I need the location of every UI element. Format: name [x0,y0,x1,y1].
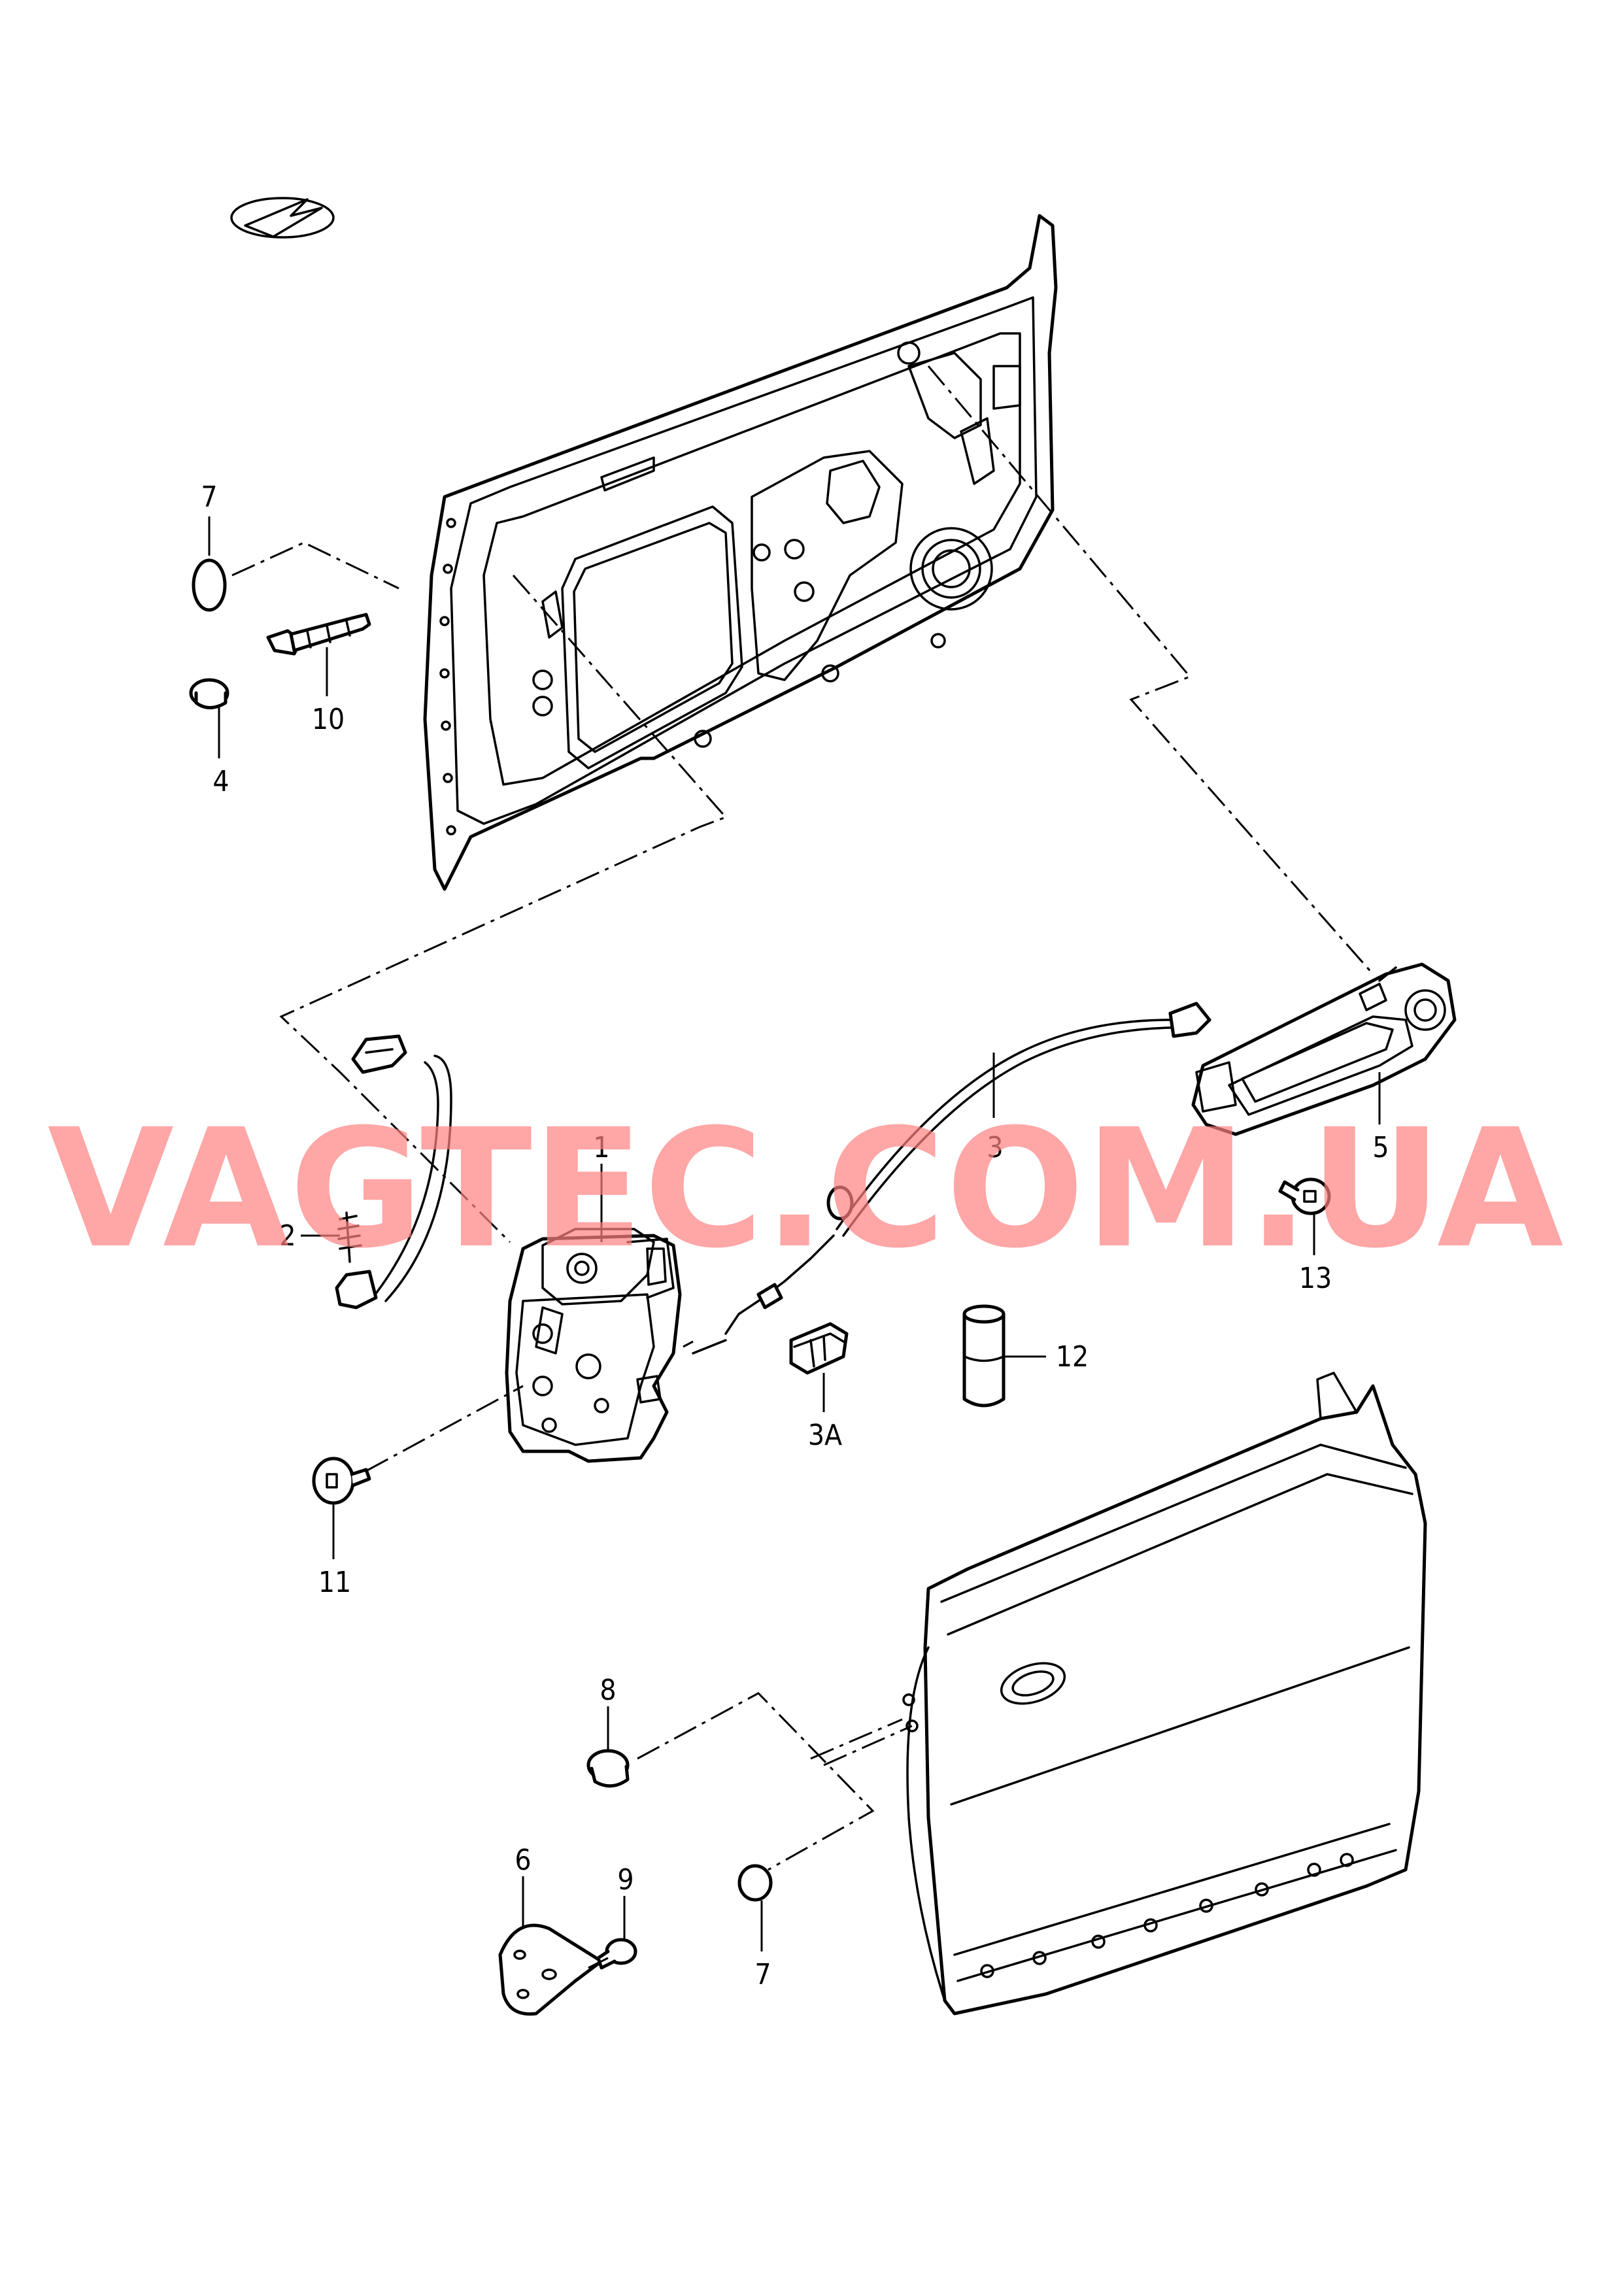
callout-7-bottom: 7 [754,1958,771,1991]
hinge-bolt [266,613,371,656]
plate [498,1923,603,2016]
cylinder-12 [962,1304,1006,1408]
watermark-text: VAGTEC.COM.UA [47,1094,1563,1284]
lock-rod-cable [335,1034,452,1309]
door-lock [505,1228,682,1463]
outer-door-skin [902,1372,1427,2016]
screw-11 [312,1457,371,1505]
callout-numbers: 7 10 4 1 2 3 3A 5 13 12 11 8 6 9 7 [201,481,1389,1991]
callout-4: 4 [212,765,229,798]
callout-13: 13 [1299,1262,1332,1295]
bush [189,678,229,709]
inner-door-handle [1191,962,1457,1136]
screw-9 [596,1938,637,1970]
bush-8 [586,1749,630,1788]
o-ring-bottom [737,1864,773,1902]
brand-logo [230,197,335,239]
callout-12: 12 [1056,1340,1089,1374]
callout-7-top: 7 [201,481,217,514]
clip-3a [789,1322,849,1375]
assembly-lines [231,365,1374,1969]
callout-8: 8 [600,1674,616,1707]
leader-lines [208,516,1381,1951]
o-ring-top [192,558,227,612]
bowden-cable [692,1002,1211,1355]
callout-1: 1 [593,1131,609,1164]
callout-3: 3 [987,1131,1003,1164]
callout-9: 9 [617,1863,634,1897]
callout-3a: 3A [808,1419,842,1452]
callout-11: 11 [318,1566,351,1599]
callout-2: 2 [279,1219,296,1253]
inner-door-frame [423,214,1058,891]
callout-10: 10 [312,703,345,736]
callout-6: 6 [515,1844,531,1877]
callout-5: 5 [1372,1131,1389,1164]
screw-13 [1278,1177,1331,1215]
